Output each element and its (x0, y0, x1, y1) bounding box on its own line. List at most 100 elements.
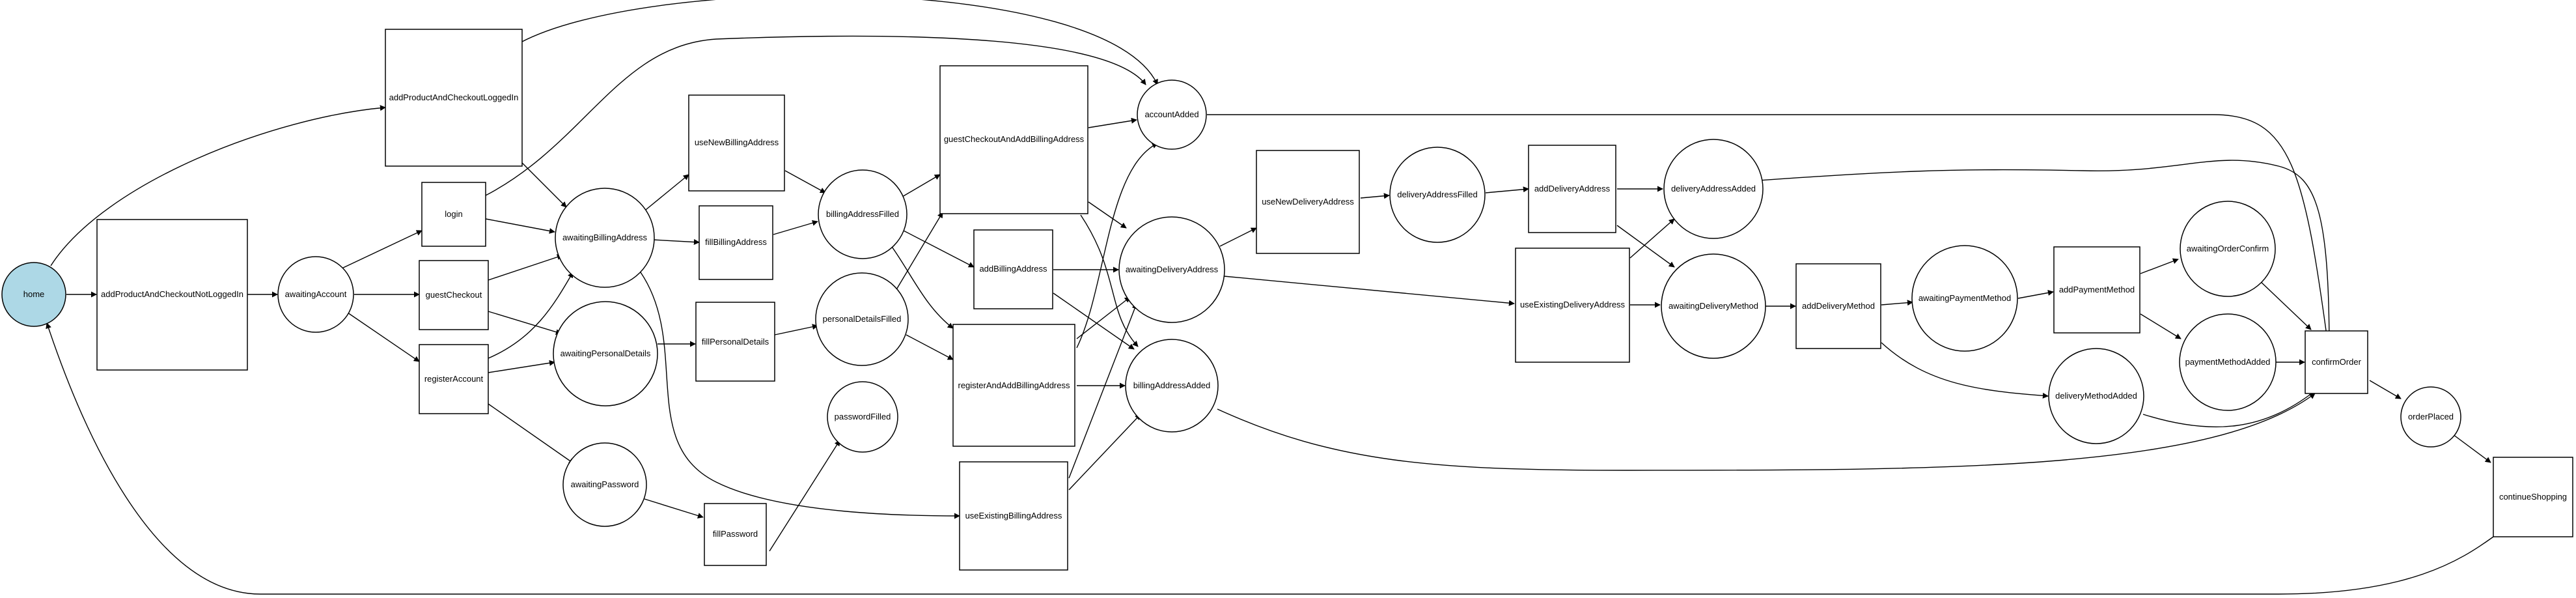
edge-awaitingdelivery-to-useexistingdelivery (1223, 276, 1515, 306)
edge-confirmorder-to-orderplaced (2369, 380, 2402, 399)
node-usenewdeliveryaddress[interactable]: useNewDeliveryAddress (1256, 150, 1360, 254)
node-useexistingbillingaddress[interactable]: useExistingBillingAddress (959, 461, 1068, 571)
edge-registeraccount-to-awaitingpassword (488, 403, 575, 464)
edge-adddeliverymethod-to-deliverymethodadded (1881, 342, 2049, 399)
node-registerandaddbillingaddress[interactable]: registerAndAddBillingAddress (952, 324, 1075, 447)
node-label-login: login (445, 209, 462, 219)
edge-useexistingbilling-to-awaitingdelivery (1068, 303, 1138, 479)
edge-fillbilling-to-billingfilled (773, 220, 818, 235)
edge-guestcheckout-to-awaitingpersonal (488, 311, 562, 335)
node-label-awaitingpersonaldetails: awaitingPersonalDetails (561, 349, 651, 358)
node-awaitingdeliverymethod[interactable]: awaitingDeliveryMethod (1661, 253, 1766, 359)
edge-awaitingbilling-to-usenewbilling (645, 174, 689, 210)
edge-addproductloggedin-to-awaitingbilling (520, 161, 567, 208)
node-label-fillpersonaldetails: fillPersonalDetails (702, 337, 769, 347)
node-addbillingaddress[interactable]: addBillingAddress (973, 229, 1053, 309)
node-label-paymentmethodadded: paymentMethodAdded (2185, 357, 2271, 367)
edge-awaitingbilling-to-fillbilling (652, 239, 700, 246)
node-paymentmethodadded[interactable]: paymentMethodAdded (2179, 313, 2277, 411)
node-label-registerandaddbillingaddress: registerAndAddBillingAddress (958, 380, 1070, 390)
edge-addbilling-to-billingadded (1053, 292, 1135, 350)
edge-guestcheckoutaddbilling-to-accountadded (1088, 117, 1137, 128)
edge-billingfilled-to-registeraddbilling (890, 244, 954, 329)
node-label-adddeliveryaddress: addDeliveryAddress (1534, 184, 1611, 193)
node-billingaddressadded[interactable]: billingAddressAdded (1125, 339, 1219, 433)
node-adddeliveryaddress[interactable]: addDeliveryAddress (1528, 145, 1616, 233)
node-label-usenewdeliveryaddress: useNewDeliveryAddress (1262, 197, 1354, 206)
node-passwordfilled[interactable]: passwordFilled (827, 381, 898, 453)
node-orderplaced[interactable]: orderPlaced (2400, 386, 2461, 448)
node-personaldetailsfilled[interactable]: personalDetailsFilled (815, 272, 909, 366)
node-label-billingaddressadded: billingAddressAdded (1133, 380, 1211, 390)
edge-personalfilled-to-guestcheckoutaddbilling (891, 212, 943, 298)
edge-useexistingdelivery-to-deliveryadded (1629, 218, 1675, 259)
edge-awaitingorderconfirm-to-confirmorder (2258, 279, 2312, 330)
node-label-registeraccount: registerAccount (424, 374, 484, 384)
node-home[interactable]: home (1, 262, 66, 327)
node-label-adddeliverymethod: addDeliveryMethod (1802, 301, 1875, 311)
node-fillpassword[interactable]: fillPassword (704, 503, 767, 566)
node-billingaddressfilled[interactable]: billingAddressFilled (818, 169, 907, 259)
node-label-awaitingbillingaddress: awaitingBillingAddress (562, 233, 648, 242)
edge-awaitingaccount-to-login (330, 230, 422, 274)
edge-awaitingaccount-to-registeraccount (347, 312, 420, 362)
node-awaitingaccount[interactable]: awaitingAccount (277, 256, 354, 333)
node-fillbillingaddress[interactable]: fillBillingAddress (699, 205, 773, 280)
edge-awaitingdelivery-to-usenewdelivery (1219, 227, 1257, 247)
node-awaitingpaymentmethod[interactable]: awaitingPaymentMethod (1911, 245, 2018, 352)
node-label-addbillingaddress: addBillingAddress (979, 264, 1047, 274)
edge-billingfilled-to-addbilling (900, 229, 975, 268)
node-awaitingorderconfirm[interactable]: awaitingOrderConfirm (2180, 201, 2276, 297)
node-label-confirmorder: confirmOrder (2312, 357, 2362, 367)
edge-login-to-awaitingbilling (485, 218, 555, 234)
edges-group (46, 0, 2494, 595)
edge-addpayment-to-paymentmethodadded (2140, 313, 2181, 339)
edge-registeraddbilling-to-awaitingdelivery (1076, 296, 1131, 339)
node-continueshopping[interactable]: continueShopping (2493, 457, 2573, 537)
node-awaitingpersonaldetails[interactable]: awaitingPersonalDetails (553, 301, 658, 406)
node-awaitingbillingaddress[interactable]: awaitingBillingAddress (555, 188, 655, 288)
node-addproductandcheckoutloggedin[interactable]: addProductAndCheckoutLoggedIn (385, 29, 523, 167)
node-label-guestcheckout: guestCheckout (426, 290, 482, 300)
node-label-fillpassword: fillPassword (713, 529, 758, 539)
node-login[interactable]: login (421, 182, 486, 247)
edge-registeraccount-to-awaitingpersonal (488, 360, 555, 373)
edge-continueshopping-to-home (46, 322, 2494, 595)
edge-useexistingbilling-to-billingadded (1068, 414, 1141, 491)
node-registeraccount[interactable]: registerAccount (419, 344, 489, 414)
node-label-awaitingaccount: awaitingAccount (285, 289, 347, 299)
node-label-orderplaced: orderPlaced (2408, 412, 2454, 421)
edge-guestcheckoutaddbilling-to-billingadded (1080, 214, 1139, 347)
edge-awaitingpayment-to-addpayment (2017, 290, 2054, 299)
node-label-addproductandcheckoutloggedin: addProductAndCheckoutLoggedIn (389, 93, 519, 102)
edge-login-to-accountadded (485, 35, 1146, 196)
node-label-awaitingpassword: awaitingPassword (571, 479, 639, 489)
node-label-usenewbillingaddress: useNewBillingAddress (695, 137, 779, 147)
node-label-deliverymethodadded: deliveryMethodAdded (2055, 391, 2137, 401)
edge-adddelivery-to-awaitingdeliverymethod (1616, 225, 1675, 268)
edge-adddeliverymethod-to-awaitingpayment (1881, 300, 1913, 306)
node-guestcheckout[interactable]: guestCheckout (419, 260, 489, 330)
node-adddeliverymethod[interactable]: addDeliveryMethod (1795, 263, 1881, 349)
node-fillpersonaldetails[interactable]: fillPersonalDetails (695, 302, 775, 382)
edge-deliveryfilled-to-adddelivery (1485, 186, 1529, 193)
node-label-home: home (23, 289, 45, 299)
node-awaitingpassword[interactable]: awaitingPassword (562, 442, 647, 527)
node-addproductandcheckoutnotloggedin[interactable]: addProductAndCheckoutNotLoggedIn (96, 219, 248, 371)
edge-fillpersonal-to-personalfilled (774, 324, 818, 335)
node-usenewbillingaddress[interactable]: useNewBillingAddress (688, 94, 785, 192)
node-confirmorder[interactable]: confirmOrder (2305, 330, 2368, 394)
node-deliveryaddressfilled[interactable]: deliveryAddressFilled (1389, 147, 1486, 243)
node-deliveryaddressadded[interactable]: deliveryAddressAdded (1663, 139, 1764, 239)
node-deliverymethodadded[interactable]: deliveryMethodAdded (2048, 348, 2144, 444)
node-guestcheckoutandaddbillingaddress[interactable]: guestCheckoutAndAddBillingAddress (939, 65, 1088, 214)
node-useexistingdeliveryaddress[interactable]: useExistingDeliveryAddress (1515, 248, 1630, 363)
node-label-awaitingpaymentmethod: awaitingPaymentMethod (1918, 293, 2011, 303)
edge-accountadded-to-confirmorder (1207, 114, 2332, 355)
edge-usenewdelivery-to-deliveryfilled (1360, 193, 1390, 199)
node-addpaymentmethod[interactable]: addPaymentMethod (2053, 246, 2140, 334)
edge-home-to-addproductloggedin (50, 105, 386, 266)
edge-guestcheckoutaddbilling-to-awaitingdelivery (1088, 201, 1127, 229)
node-accountadded[interactable]: accountAdded (1137, 79, 1207, 150)
node-awaitingdeliveryaddress[interactable]: awaitingDeliveryAddress (1118, 216, 1225, 323)
